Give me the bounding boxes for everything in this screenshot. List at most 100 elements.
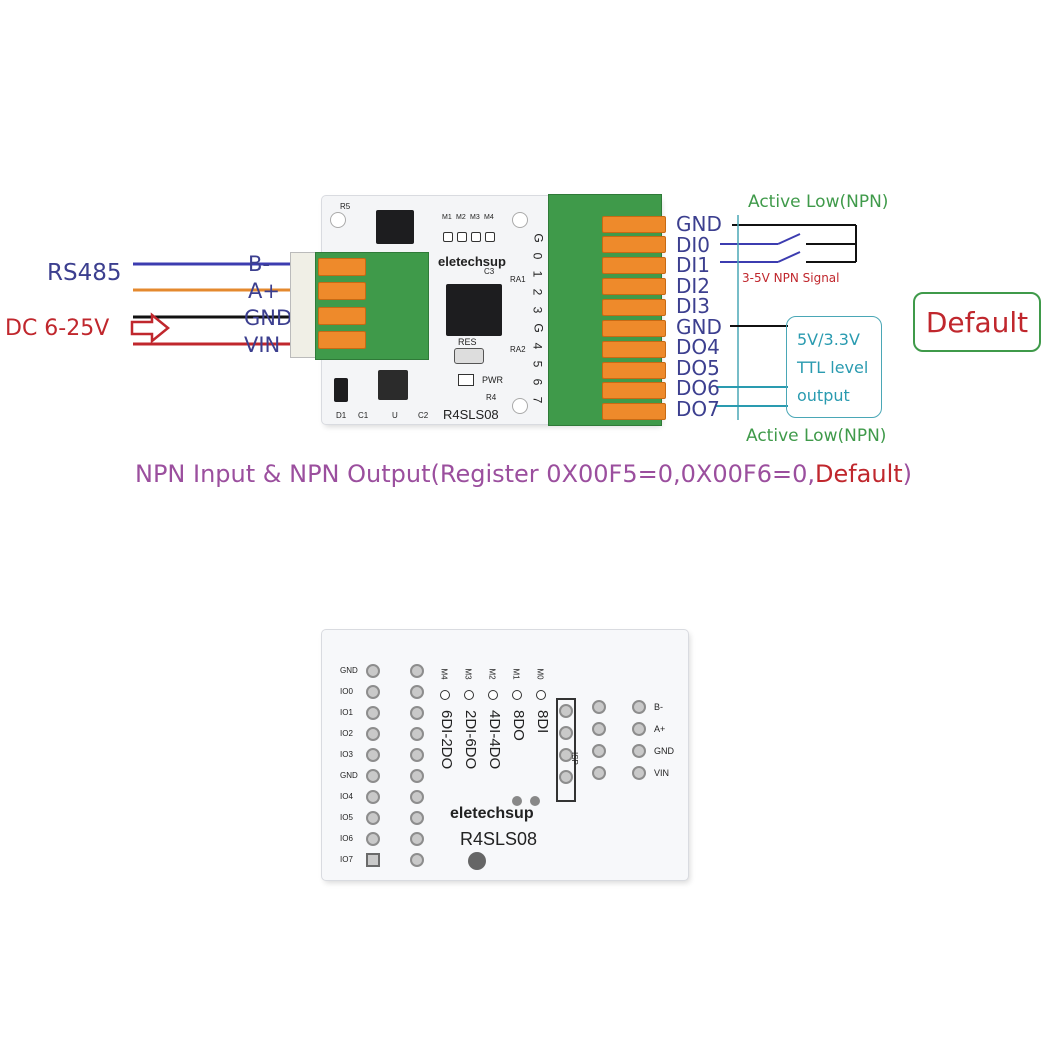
bottom-inner-pad-6 <box>410 790 424 804</box>
res-label: RES <box>458 337 477 347</box>
pwr-label: PWR <box>482 375 503 385</box>
bottom-left-pad-3 <box>366 727 380 741</box>
lever-io-7 <box>602 362 666 379</box>
bottom-inner-pad-3 <box>410 727 424 741</box>
mode-led-0 <box>536 690 546 700</box>
bottom-left-pad-0 <box>366 664 380 678</box>
active-low-top-label: Active Low(NPN) <box>748 192 889 212</box>
isp-pad-1 <box>559 726 573 740</box>
bottom-left-pad-1 <box>366 685 380 699</box>
bottom-inner-pad-5 <box>410 769 424 783</box>
top-model: R4SLS08 <box>443 407 499 422</box>
pin-label-vin: VIN <box>244 333 281 357</box>
right-pin-label-9: DO7 <box>676 396 720 421</box>
bottom-left-pad-9 <box>366 853 380 867</box>
bottom-left-pad-4 <box>366 748 380 762</box>
board-pin-number-4: 3 <box>530 306 545 314</box>
mode-led-1 <box>512 690 522 700</box>
mode-led-label-1: M1 <box>511 668 521 680</box>
caption-default: Default <box>814 460 903 488</box>
m1-led <box>443 232 453 242</box>
bottom-left-pin-label-9: IO7 <box>340 855 353 864</box>
board-pin-number-1: 0 <box>530 252 545 260</box>
board-pin-number-0: G <box>531 233 546 243</box>
board-pin-number-2: 1 <box>530 270 545 278</box>
ttl-line-1: 5V/3.3V <box>797 330 860 349</box>
active-low-bottom-label: Active Low(NPN) <box>746 426 887 446</box>
pin-label-gnd: GND <box>244 306 293 330</box>
bottom-inner-pad-7 <box>410 811 424 825</box>
bottom-left-pin-label-7: IO5 <box>340 813 353 822</box>
bottom-right-pin-label-0: B- <box>654 702 663 712</box>
bottom-model: R4SLS08 <box>460 829 538 849</box>
bottom-inner-pad-1 <box>410 685 424 699</box>
m4-led <box>485 232 495 242</box>
reset-button <box>454 348 484 364</box>
bottom-right-pin-label-2: GND <box>654 746 674 756</box>
r4-label: R4 <box>486 393 497 402</box>
npn-signal-label: 3-5V NPN Signal <box>742 271 840 285</box>
lever-io-8 <box>602 382 666 399</box>
lever-io-0 <box>602 216 666 233</box>
bottom-right-pad-3 <box>592 766 606 780</box>
ra2-label: RA2 <box>510 345 526 354</box>
m1-label: M1 <box>442 214 452 221</box>
c2-label: C2 <box>418 411 429 420</box>
lever-io-9 <box>602 403 666 420</box>
mode-text-1: 8DO <box>510 710 527 741</box>
m3-label: M3 <box>470 214 480 221</box>
di1-switch <box>777 251 801 263</box>
isp-header <box>556 698 576 802</box>
dc-arrow-icon <box>130 312 170 344</box>
mode-text-3: 2DI-6DO <box>462 710 479 770</box>
board-pin-number-8: 6 <box>530 378 545 386</box>
r5-label: R5 <box>340 202 351 211</box>
board-pin-number-7: 5 <box>530 360 545 368</box>
lever-vin <box>318 331 366 349</box>
m3-led <box>471 232 481 242</box>
ttl-output-box <box>786 316 882 418</box>
ttl-line-3: output <box>797 386 850 405</box>
bottom-right-outer-pad-0 <box>632 700 646 714</box>
mounting-hole-tl <box>330 212 346 228</box>
isp-pad-3 <box>559 770 573 784</box>
bottom-brand: eletechsup <box>450 805 534 822</box>
bottom-right-outer-pad-2 <box>632 744 646 758</box>
ttl-line-2: TTL level <box>797 358 869 377</box>
c3-label: C3 <box>484 267 495 276</box>
isp-pad-2 <box>559 748 573 762</box>
lever-gnd <box>318 307 366 325</box>
bottom-inner-pad-9 <box>410 853 424 867</box>
caption-part-1: NPN Input & NPN Output(Register 0X00F5=0… <box>135 460 815 488</box>
mounting-hole-tr <box>512 212 528 228</box>
mode-led-label-2: M2 <box>487 668 497 680</box>
mode-text-4: 6DI-2DO <box>438 710 455 770</box>
bottom-right-pad-2 <box>592 744 606 758</box>
m2-led <box>457 232 467 242</box>
mode-text-0: 8DI <box>534 710 551 734</box>
bottom-left-pin-label-1: IO0 <box>340 687 353 696</box>
pin-label-b: B- <box>248 252 270 276</box>
m4-label: M4 <box>484 214 494 221</box>
bottom-right-pin-label-3: VIN <box>654 768 670 778</box>
lever-io-2 <box>602 257 666 274</box>
mode-led-label-3: M3 <box>463 668 473 680</box>
right-pin-label-4: DI3 <box>676 294 711 318</box>
lever-io-1 <box>602 236 666 253</box>
bottom-left-pad-7 <box>366 811 380 825</box>
board-pin-number-9: 7 <box>530 396 545 404</box>
board-pin-number-3: 2 <box>530 288 545 296</box>
caption-part-3: ) <box>902 460 913 488</box>
right-pin-label-8: DO6 <box>676 376 720 400</box>
right-pin-label-3: DI2 <box>676 273 711 298</box>
di0-switch <box>777 233 801 245</box>
right-pin-label-2: DI1 <box>676 253 711 277</box>
ra1-label: RA1 <box>510 275 526 284</box>
u-label: U <box>392 411 398 420</box>
m2-label: M2 <box>456 214 466 221</box>
bottom-left-pad-2 <box>366 706 380 720</box>
bottom-right-pad-0 <box>592 700 606 714</box>
right-pin-label-5: GND <box>676 314 722 339</box>
lever-a <box>318 282 366 300</box>
bottom-small-pad-1 <box>512 796 522 806</box>
